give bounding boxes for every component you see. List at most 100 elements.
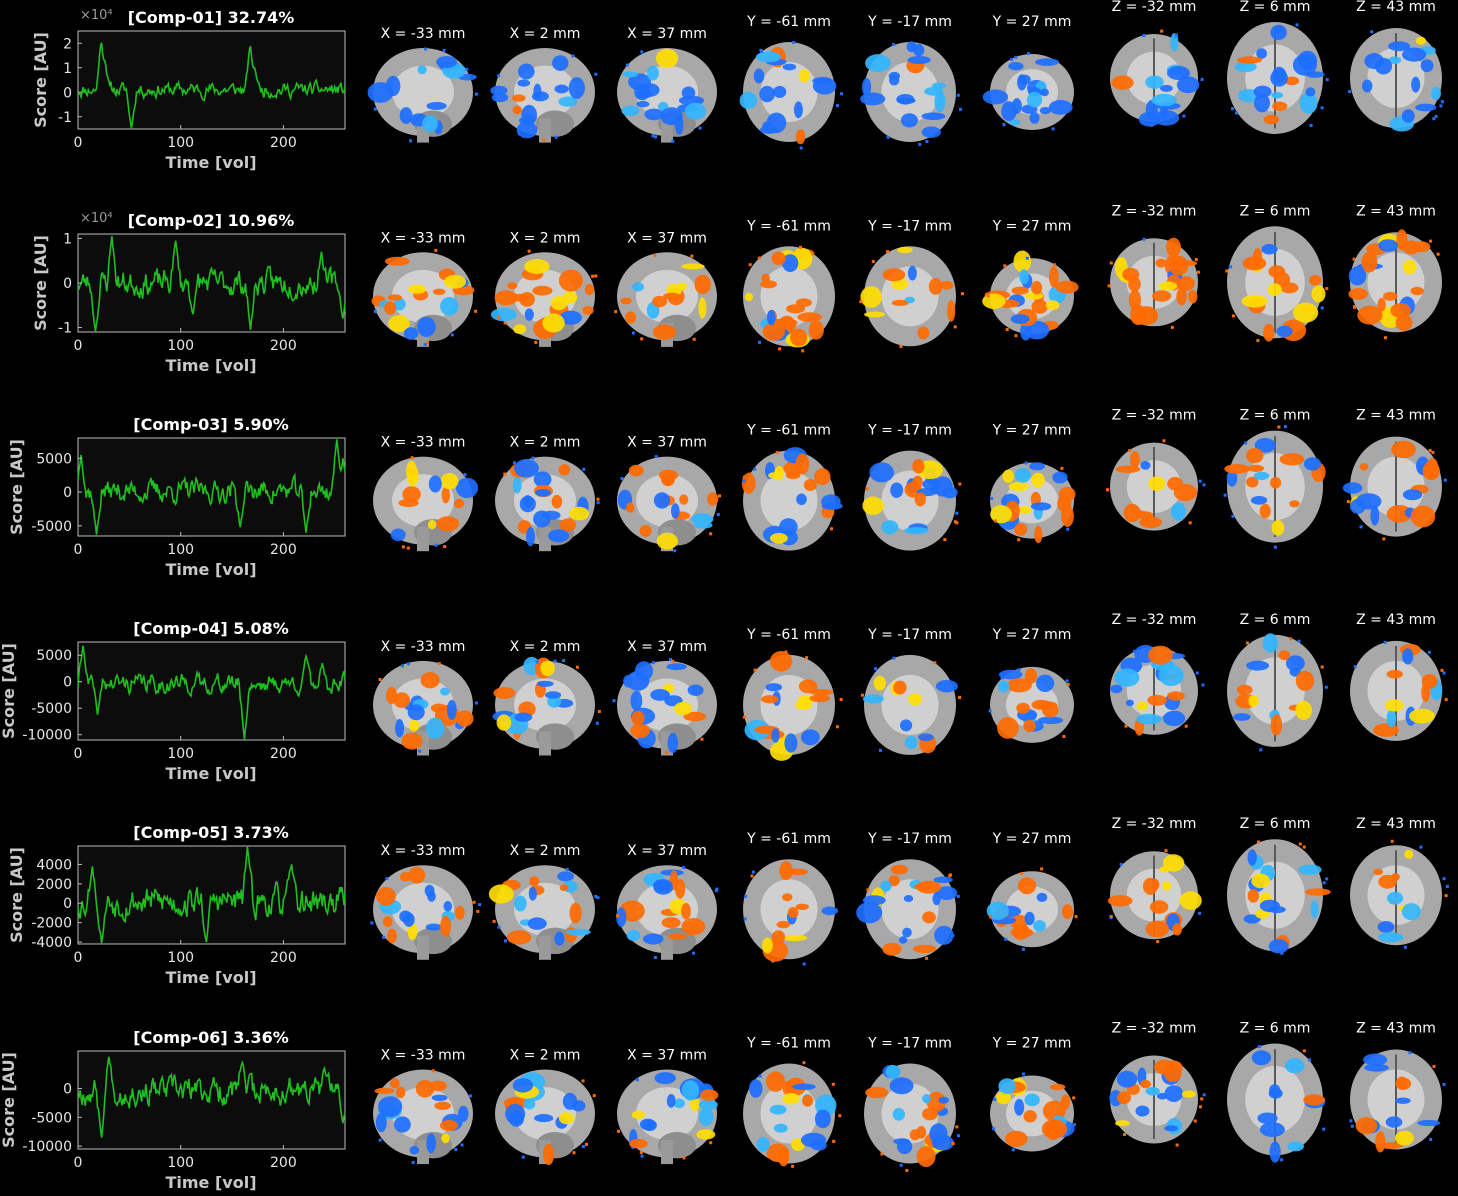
activation-blob [652,295,668,308]
activation-speckle [1026,52,1030,56]
activation-speckle [635,1078,639,1082]
activation-blob [1055,280,1079,294]
y-tick-label: 0 [63,675,72,691]
activation-blob [507,282,518,290]
activation-speckle [753,467,757,471]
activation-speckle [1429,239,1433,243]
activation-blob [1259,899,1280,913]
activation-blob [1060,1094,1071,1110]
brain-slice: Z = -32 mm [1110,0,1204,127]
x-tick-label: 200 [270,950,297,966]
activation-blob [522,495,533,508]
activation-blob [1024,668,1037,684]
activation-blob [698,1108,714,1126]
y-tick-label: -10000 [22,728,72,744]
activation-speckle [653,956,657,959]
activation-blob [769,1104,787,1115]
activation-blob [1176,287,1187,306]
activation-speckle [802,1061,806,1065]
activation-blob [1167,476,1183,491]
x-tick-label: 100 [167,135,194,151]
activation-blob [1155,258,1167,268]
activation-blob [505,1103,526,1125]
activation-blob [1039,107,1051,115]
activation-blob [1248,695,1259,707]
activation-blob [1286,655,1305,672]
activation-blob [1251,873,1270,889]
slice-coordinate-label: Z = 6 mm [1240,816,1311,832]
activation-blob [1378,239,1399,252]
activation-speckle [1419,845,1423,849]
activation-blob [1271,520,1285,536]
activation-speckle [899,345,903,348]
activation-speckle [899,1163,903,1167]
activation-blob [543,1143,555,1166]
activation-blob [1348,266,1367,286]
activation-blob [426,1133,436,1154]
brain-slice: Y = -17 mm [864,1036,960,1172]
activation-blob [1023,1110,1037,1123]
activation-blob [1040,88,1049,97]
activation-speckle [1390,839,1394,843]
brainstem [661,1139,673,1165]
activation-blob [773,1123,788,1133]
activation-blob [947,300,956,322]
activation-speckle [465,67,469,71]
activation-speckle [594,895,598,898]
activation-speckle [1175,1143,1179,1147]
activation-speckle [758,340,761,344]
activation-speckle [639,1151,643,1155]
activation-blob [408,284,427,294]
component-title: [Comp-02] 10.96% [128,211,295,230]
activation-blob [625,311,637,324]
activation-blob [785,470,801,480]
activation-blob [402,486,421,503]
activation-blob [568,77,585,99]
activation-blob [766,1071,786,1092]
activation-blob [1014,523,1028,536]
activation-blob [795,129,806,145]
activation-speckle [640,1154,644,1158]
activation-speckle [594,72,598,76]
activation-blob [455,905,465,920]
brain-slice: X = 37 mm [617,26,717,143]
activation-blob [772,318,798,328]
y-exponent-label: ×10⁴ [80,211,113,226]
activation-speckle [700,737,704,741]
brain-slice: X = 37 mm [614,230,717,347]
activation-blob [771,251,786,265]
activation-blob [707,492,719,506]
activation-speckle [1170,325,1174,329]
activation-blob [1019,269,1029,284]
slice-coordinate-label: Z = 6 mm [1240,1021,1311,1037]
activation-speckle [1302,1049,1306,1053]
activation-speckle [1175,33,1178,37]
activation-blob [1370,505,1380,526]
activation-blob [696,1129,716,1140]
activation-blob [700,1089,719,1101]
activation-blob [639,525,652,537]
activation-speckle [771,959,775,963]
activation-speckle [497,315,501,319]
activation-blob [1020,322,1032,341]
activation-blob [516,121,538,139]
slice-coordinate-label: Z = 6 mm [1240,0,1311,15]
activation-speckle [1257,840,1260,844]
activation-blob [755,51,782,63]
y-tick-label: -5000 [31,701,72,717]
activation-blob [1130,304,1146,325]
activation-speckle [759,48,763,52]
activation-blob [890,864,908,875]
activation-blob [674,702,692,716]
activation-blob [1417,1119,1441,1127]
brain-slice: Z = 6 mm [1227,0,1329,134]
activation-speckle [714,889,718,893]
activation-blob [440,472,459,490]
activation-speckle [1436,252,1440,256]
activation-speckle [442,48,446,52]
activation-speckle [651,134,655,138]
activation-blob [1002,469,1014,483]
activation-blob [1170,33,1179,52]
activation-blob [885,1065,901,1079]
